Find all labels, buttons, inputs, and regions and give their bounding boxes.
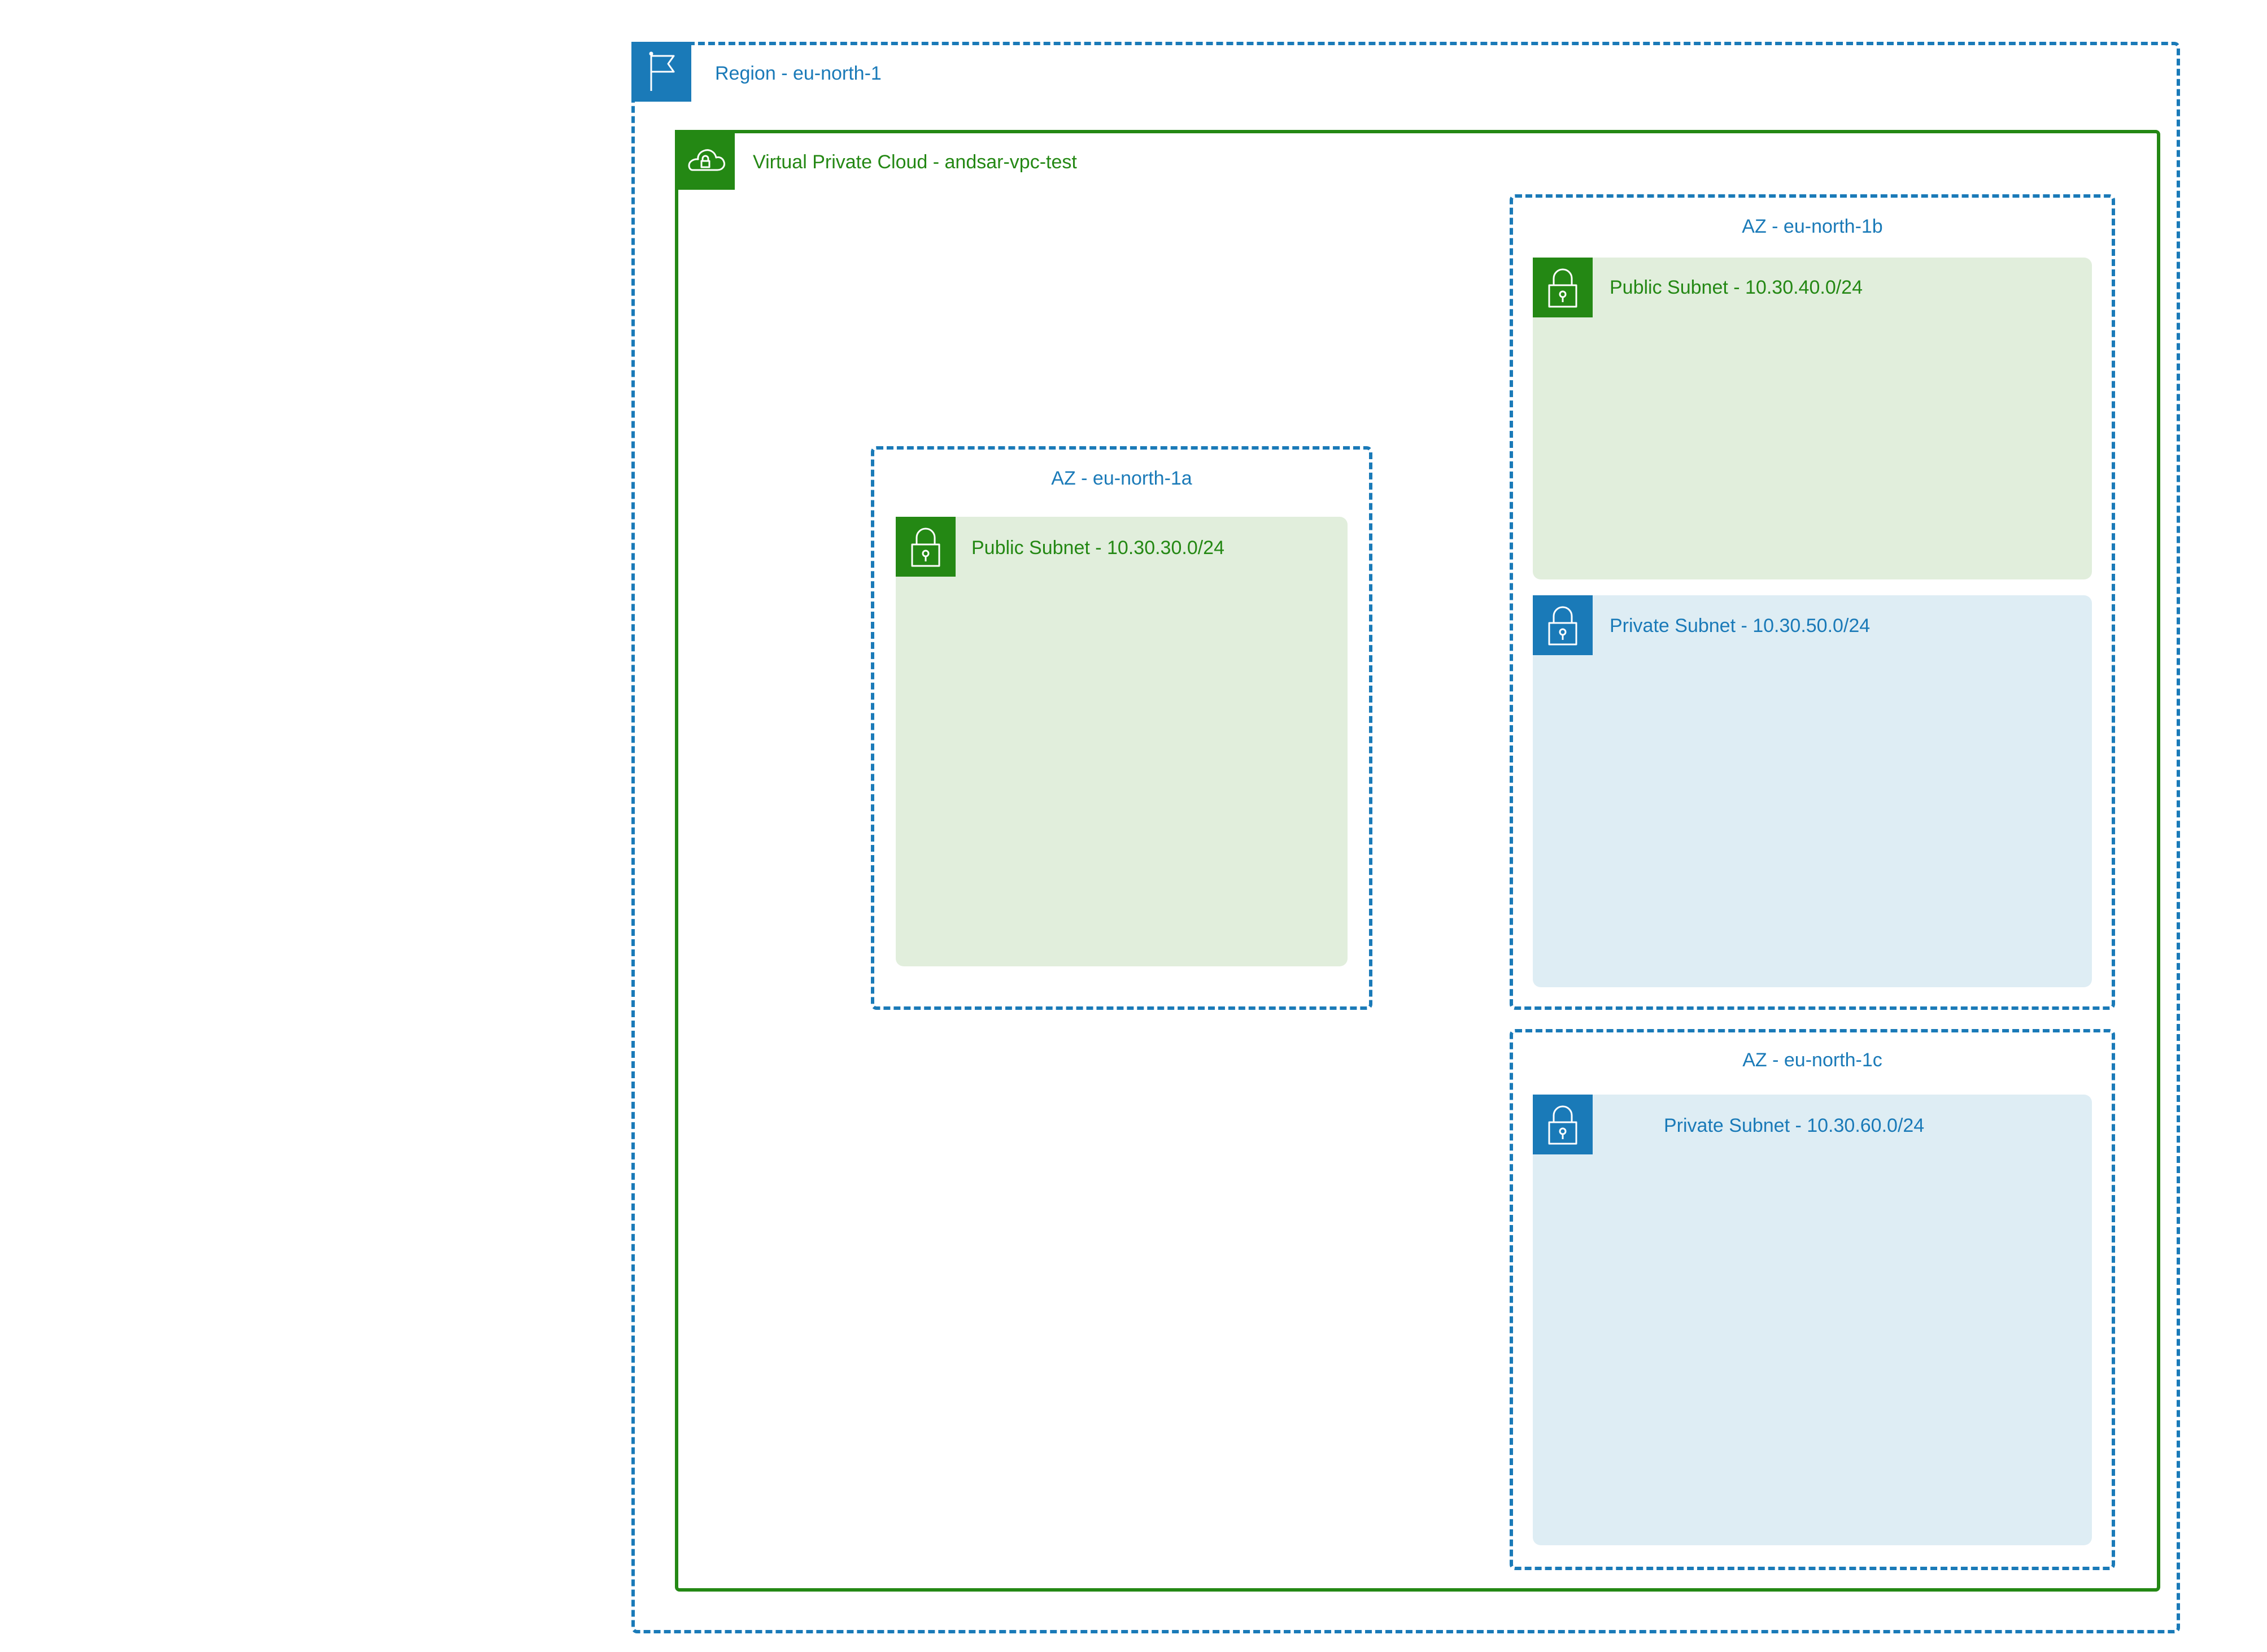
az-label-eu-north-1a: AZ - eu-north-1a	[1051, 468, 1192, 489]
private-subnet-label: Private Subnet - 10.30.50.0/24	[1610, 615, 1871, 637]
padlock-icon	[896, 517, 956, 577]
region-label: Region - eu-north-1	[715, 63, 882, 84]
private-subnet-10-30-50-0	[1533, 595, 2092, 987]
az-label-eu-north-1c: AZ - eu-north-1c	[1742, 1049, 1882, 1071]
public-subnet-label: Public Subnet - 10.30.30.0/24	[971, 537, 1224, 559]
padlock-icon	[1533, 595, 1593, 655]
private-subnet-label: Private Subnet - 10.30.60.0/24	[1664, 1115, 1925, 1136]
private-subnet-10-30-60-0	[1533, 1095, 2092, 1545]
region-group	[631, 42, 2180, 1633]
public-subnet-10-30-40-0	[1533, 258, 2092, 579]
public-subnet-label: Public Subnet - 10.30.40.0/24	[1610, 277, 1863, 298]
public-subnet-10-30-30-0	[896, 517, 1348, 966]
vpc-cloud-lock-icon	[675, 130, 735, 190]
az-group-eu-north-1b	[1510, 194, 2115, 1010]
vpc-label: Virtual Private Cloud - andsar-vpc-test	[753, 151, 1077, 173]
az-label-eu-north-1b: AZ - eu-north-1b	[1742, 216, 1883, 237]
padlock-icon	[1533, 1095, 1593, 1154]
region-flag-icon	[631, 42, 691, 102]
az-group-eu-north-1c	[1510, 1029, 2115, 1570]
padlock-icon	[1533, 258, 1593, 317]
az-group-eu-north-1a	[871, 446, 1372, 1010]
vpc-group	[675, 130, 2160, 1592]
